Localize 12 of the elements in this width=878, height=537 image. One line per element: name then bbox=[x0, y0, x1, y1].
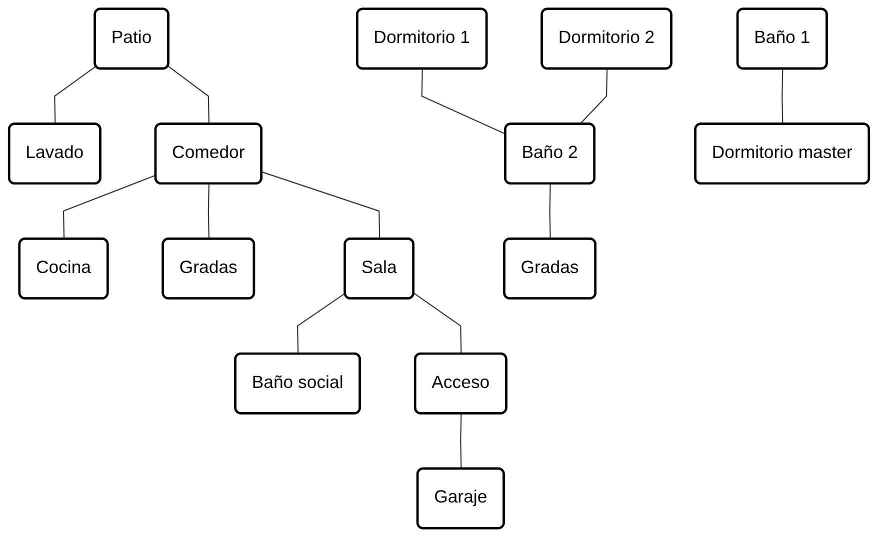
connector bbox=[414, 292, 462, 354]
connector bbox=[421, 69, 506, 135]
connector bbox=[208, 184, 210, 240]
connector bbox=[579, 69, 608, 125]
connector bbox=[460, 414, 462, 470]
connector bbox=[168, 66, 210, 124]
connector bbox=[262, 171, 380, 240]
connector bbox=[782, 69, 784, 124]
connector bbox=[549, 184, 551, 240]
connector bbox=[54, 66, 96, 124]
connector bbox=[297, 292, 346, 354]
connector bbox=[62, 174, 156, 240]
